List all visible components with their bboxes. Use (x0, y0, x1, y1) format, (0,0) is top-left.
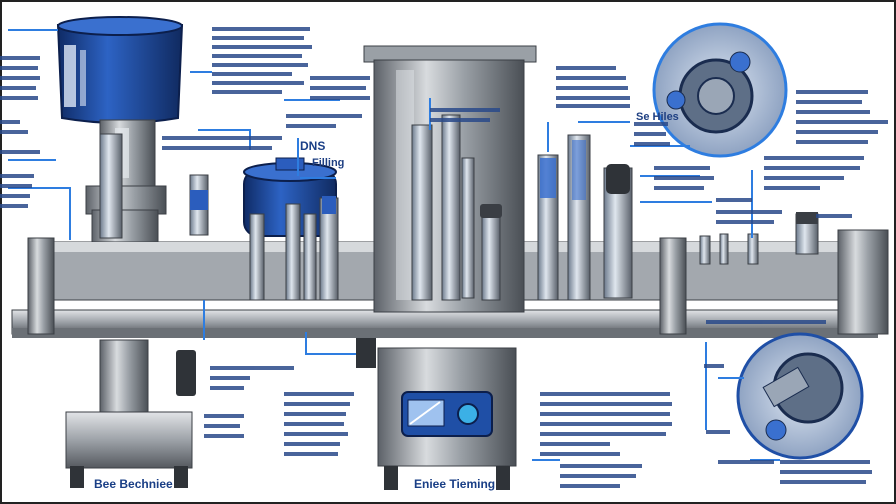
nozzle-icon (99, 114, 819, 301)
zoom-top-caption: Se Hiles (636, 111, 679, 123)
zoom-detail-icon (652, 22, 864, 460)
illegible-annotations (0, 27, 888, 488)
base-center-caption: Eniee Tieming (414, 477, 496, 491)
control-panel-icon (401, 391, 493, 437)
dns-label: DNS (300, 139, 326, 153)
left-base-block (65, 411, 193, 469)
filling-label: Filling (312, 157, 345, 169)
base-left-caption: Bee Bechniee (94, 477, 173, 491)
